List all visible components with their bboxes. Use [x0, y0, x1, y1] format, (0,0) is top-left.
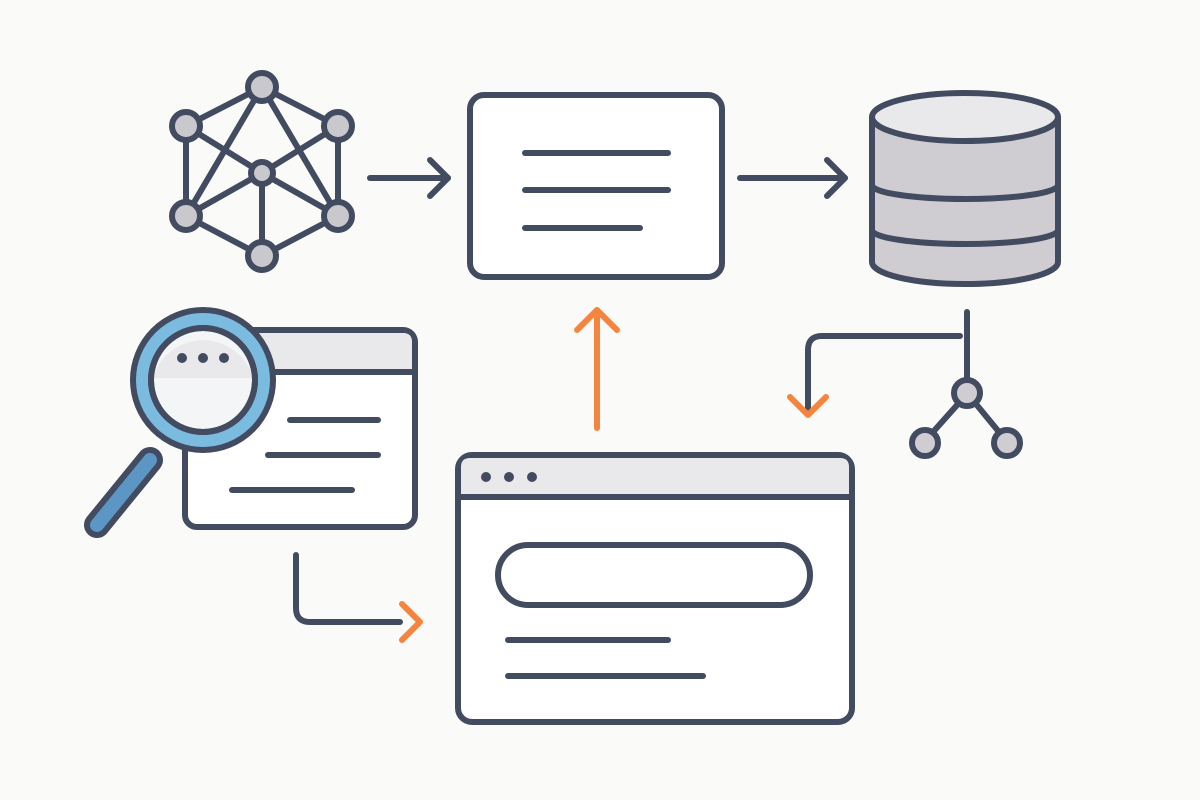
magnifier-icon — [84, 307, 276, 538]
arrow-up-icon — [574, 307, 620, 431]
connector-arrow-right — [293, 552, 423, 643]
document-card-icon — [467, 92, 725, 280]
browser-window-icon — [455, 452, 855, 725]
tree-branch-icon — [909, 309, 1023, 459]
connector-arrow-down — [787, 333, 963, 418]
network-graph-icon — [169, 70, 355, 273]
database-icon — [869, 90, 1061, 287]
arrow-right-icon — [737, 157, 848, 199]
arrow-right-icon — [367, 157, 451, 199]
search-bar — [495, 542, 813, 608]
